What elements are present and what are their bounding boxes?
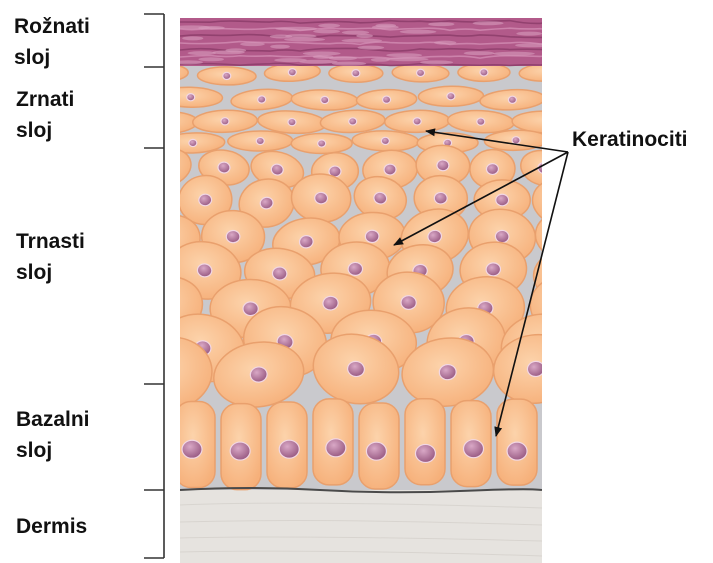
layer-bracket [144,14,164,558]
keratinocyte-cell [532,207,605,267]
basal-cell [359,403,399,489]
basal-cell [267,402,307,488]
label-stratum-granulosum: Zrnati sloj [16,84,74,146]
basal-cell [497,399,537,485]
basal-cell [405,399,445,485]
keratinocyte-cell [291,133,352,153]
keratinocyte-cell [329,64,383,82]
basal-cell [451,401,491,487]
basal-cell [175,402,215,488]
label-stratum-corneum: Rožnati sloj [14,11,90,73]
label-dermis: Dermis [16,511,87,542]
basal-cell [221,404,261,490]
cornified-layer [173,18,570,66]
label-keratinocytes: Keratinociti [572,128,688,152]
basal-cell [313,399,353,485]
label-stratum-basale: Bazalni sloj [16,404,90,466]
spinous-layer-cells [123,143,612,416]
keratinocyte-cell [458,63,510,81]
keratinocyte-cell [392,63,449,82]
keratinocyte-cell [418,86,483,107]
label-stratum-spinosum: Trnasti sloj [16,226,85,288]
keratinocyte-cell [228,131,293,152]
keratinocyte-cell [197,66,256,85]
